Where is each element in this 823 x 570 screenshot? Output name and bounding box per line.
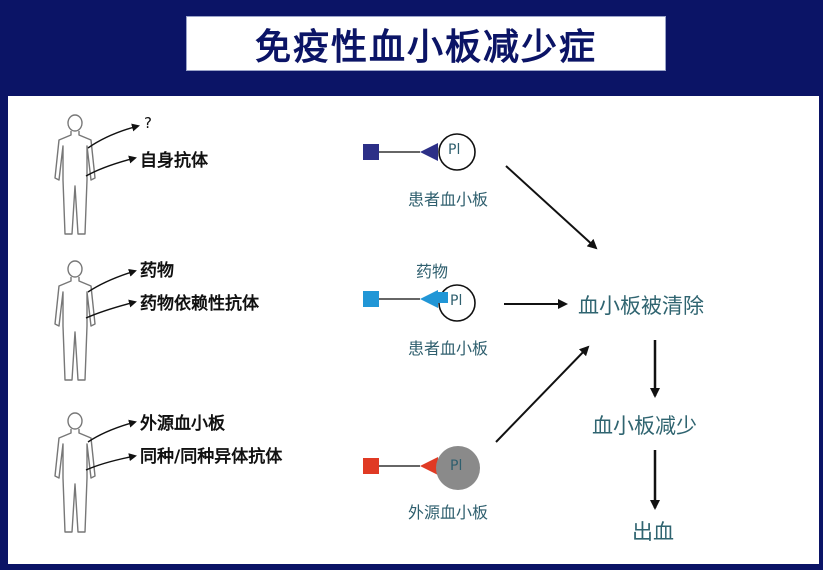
patient-platelet-label: 患者血小板 [408, 190, 489, 209]
antibody-icon [363, 458, 379, 474]
slide-title: 免疫性血小板减少症 [254, 25, 597, 68]
arrow-icon [85, 155, 137, 177]
platelet-clearance-label: 血小板被清除 [578, 294, 704, 318]
arrow-icon [87, 268, 137, 293]
arrow-icon [495, 345, 590, 443]
human-silhouette-icon [54, 412, 96, 533]
diagram-svg [54, 114, 660, 533]
platelet-pl-text: Pl [450, 293, 463, 309]
arrow-icon [505, 165, 598, 250]
alloantibody-label: 同种/同种异体抗体 [140, 447, 283, 467]
diagram-panel: ? 自身抗体 药物 药物依赖性抗体 外源血小板 同种/同种异体抗体 Pl Pl … [8, 96, 819, 564]
platelet-pl-text: Pl [448, 142, 461, 158]
drug-molecule-icon [437, 292, 448, 303]
drug-dependent-antibody-label: 药物依赖性抗体 [140, 294, 259, 314]
arrow-icon [85, 299, 137, 319]
arrow-icon [87, 419, 137, 443]
title-box: 免疫性血小板减少症 [186, 16, 666, 71]
autoantibody-label: 自身抗体 [140, 151, 208, 171]
drug-caption: 药物 [416, 262, 449, 281]
bleeding-label: 出血 [632, 520, 674, 544]
unknown-cause-label: ? [144, 114, 152, 132]
platelet-pl-text: Pl [450, 458, 463, 474]
drug-label: 药物 [140, 261, 174, 281]
antibody-icon [363, 291, 379, 307]
arrow-icon [85, 453, 137, 471]
platelet-icon [436, 446, 480, 490]
platelet-icon [438, 133, 476, 171]
foreign-platelet-label: 外源血小板 [408, 503, 489, 522]
human-silhouette-icon [54, 260, 96, 381]
foreign-platelet-source-label: 外源血小板 [140, 414, 225, 434]
antibody-icon [363, 144, 379, 160]
patient-platelet-label: 患者血小板 [408, 339, 489, 358]
thrombocytopenia-label: 血小板减少 [592, 414, 697, 438]
arrow-icon [87, 123, 140, 149]
